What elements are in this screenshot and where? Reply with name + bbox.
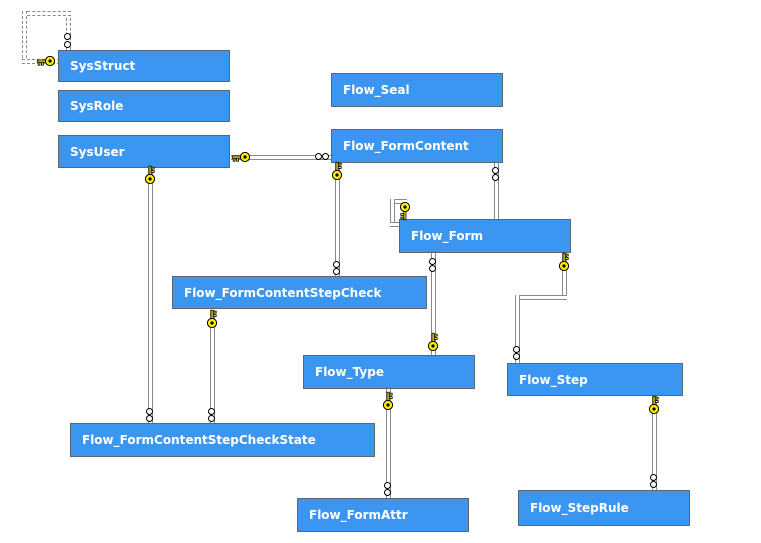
- entity-label: SysUser: [70, 144, 125, 159]
- many-cardinality-icon: [650, 481, 657, 488]
- rel-flowform-self-line[interactable]: [390, 199, 407, 204]
- entity-label: Flow_FormAttr: [309, 508, 408, 522]
- key-icon: [231, 151, 251, 163]
- rel-sysstruct-self-line[interactable]: [22, 11, 71, 16]
- entity-flow-seal[interactable]: Flow_Seal: [331, 73, 503, 107]
- key-icon: [648, 395, 660, 415]
- rel-sysuser-checkstate-line[interactable]: [148, 168, 153, 423]
- entity-flow-formcontentstepcheckstate[interactable]: Flow_FormContentStepCheckState: [70, 423, 375, 457]
- entity-flow-formcontent[interactable]: Flow_FormContent: [331, 129, 503, 163]
- rel-stepcheck-checkstate-line[interactable]: [210, 310, 215, 423]
- key-icon: [36, 55, 56, 67]
- many-cardinality-icon: [492, 167, 499, 174]
- many-cardinality-icon: [322, 153, 329, 160]
- rel-sysuser-flowformcontent-line[interactable]: [231, 155, 331, 160]
- key-icon: [206, 309, 218, 329]
- entity-sysstruct[interactable]: SysStruct: [58, 50, 230, 82]
- rel-flowform-formcontent-line[interactable]: [494, 163, 499, 220]
- entity-label: SysRole: [70, 99, 124, 113]
- rel-formcontent-stepcheck-line[interactable]: [335, 163, 340, 276]
- entity-flow-formattr[interactable]: Flow_FormAttr: [297, 498, 469, 532]
- entity-label: Flow_Step: [519, 372, 588, 387]
- many-cardinality-icon: [64, 41, 71, 48]
- key-icon: [382, 391, 394, 411]
- key-icon: [144, 165, 156, 185]
- entity-flow-formcontentstepcheck[interactable]: Flow_FormContentStepCheck: [172, 276, 427, 309]
- many-cardinality-icon: [429, 265, 436, 272]
- entity-label: Flow_Form: [411, 229, 484, 243]
- entity-flow-steprule[interactable]: Flow_StepRule: [518, 490, 690, 526]
- rel-flowtype-flowform-line[interactable]: [431, 253, 436, 355]
- many-cardinality-icon: [146, 415, 153, 422]
- rel-flowform-flowstep-line[interactable]: [562, 253, 567, 299]
- entity-sysuser[interactable]: SysUser: [58, 135, 230, 168]
- many-cardinality-icon: [146, 408, 153, 415]
- entity-label: Flow_FormContentStepCheckState: [82, 433, 316, 447]
- key-icon: [331, 161, 343, 181]
- entity-label: Flow_FormContentStepCheck: [184, 285, 382, 300]
- rel-sysstruct-self-line[interactable]: [22, 11, 27, 63]
- rel-flowform-self-line[interactable]: [390, 199, 395, 227]
- many-cardinality-icon: [208, 408, 215, 415]
- entity-label: Flow_StepRule: [530, 501, 629, 515]
- key-icon: [427, 332, 439, 352]
- rel-flowform-flowstep-line[interactable]: [515, 295, 567, 300]
- entity-label: Flow_Seal: [343, 83, 410, 97]
- entity-label: Flow_Type: [315, 365, 384, 379]
- many-cardinality-icon: [64, 33, 71, 40]
- key-icon: [558, 252, 570, 272]
- many-cardinality-icon: [384, 482, 391, 489]
- entity-flow-step[interactable]: Flow_Step: [507, 363, 683, 396]
- many-cardinality-icon: [650, 474, 657, 481]
- rel-sysstruct-self-line[interactable]: [66, 13, 71, 50]
- many-cardinality-icon: [429, 258, 436, 265]
- rel-flowtype-formattr-line[interactable]: [386, 389, 391, 498]
- entity-flow-form[interactable]: Flow_Form: [399, 219, 571, 253]
- entity-sysrole[interactable]: SysRole: [58, 90, 230, 122]
- entity-label: Flow_FormContent: [343, 139, 469, 153]
- many-cardinality-icon: [492, 174, 499, 181]
- rel-flowform-self-line[interactable]: [390, 222, 401, 227]
- many-cardinality-icon: [384, 489, 391, 496]
- many-cardinality-icon: [315, 153, 322, 160]
- key-icon: [399, 201, 411, 221]
- many-cardinality-icon: [513, 353, 520, 360]
- many-cardinality-icon: [333, 261, 340, 268]
- many-cardinality-icon: [513, 346, 520, 353]
- many-cardinality-icon: [333, 268, 340, 275]
- entity-flow-type[interactable]: Flow_Type: [303, 355, 475, 389]
- rel-flowform-flowstep-line[interactable]: [515, 295, 520, 363]
- many-cardinality-icon: [208, 415, 215, 422]
- entity-label: SysStruct: [70, 59, 136, 73]
- rel-flowstep-steprule-line[interactable]: [652, 396, 657, 490]
